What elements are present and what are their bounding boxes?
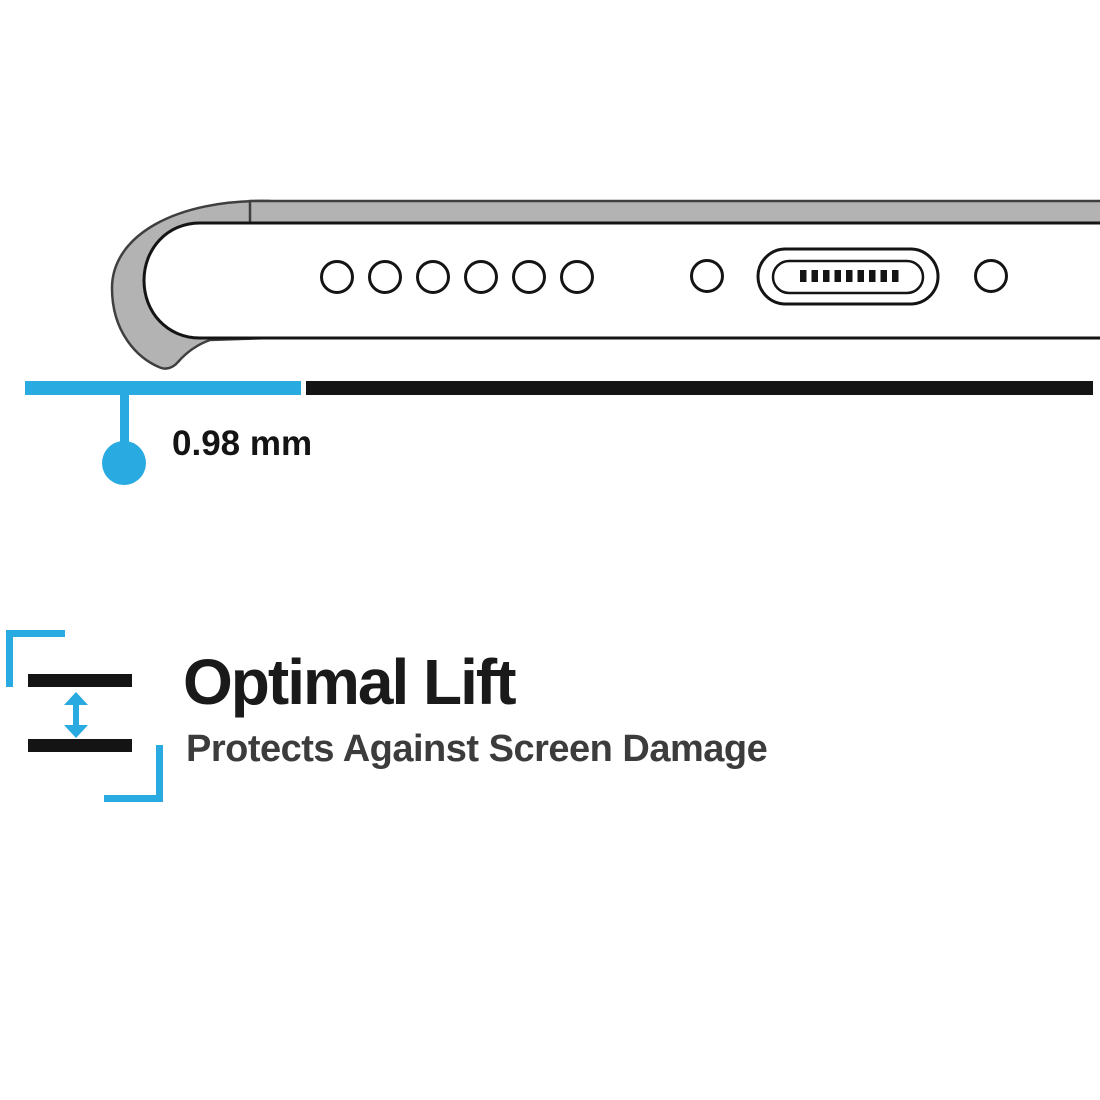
screen-line-bottom	[28, 739, 132, 752]
screen-line-top	[28, 674, 132, 687]
case-back-strip	[248, 199, 1100, 225]
bracket-bottom-right-icon	[104, 745, 163, 802]
port-pins	[800, 270, 899, 282]
screw-hole-right	[974, 259, 1008, 293]
lift-measurement-label: 0.98 mm	[172, 424, 313, 463]
speaker-holes	[320, 260, 594, 294]
lift-pointer-line	[120, 395, 129, 445]
lift-icon	[0, 625, 170, 805]
screw-hole-left	[690, 259, 724, 293]
lift-pointer-dot	[102, 441, 146, 485]
double-arrow-icon	[64, 692, 88, 738]
phone-body	[142, 221, 1100, 340]
bracket-top-left-icon	[6, 630, 65, 687]
feature-subtitle: Protects Against Screen Damage	[186, 728, 768, 770]
surface-line-black	[306, 381, 1093, 395]
phone-bottom-edge-illustration	[110, 199, 1100, 370]
feature-title: Optimal Lift	[183, 646, 517, 718]
surface-line-cyan	[25, 381, 301, 395]
charging-port-icon	[756, 247, 940, 306]
